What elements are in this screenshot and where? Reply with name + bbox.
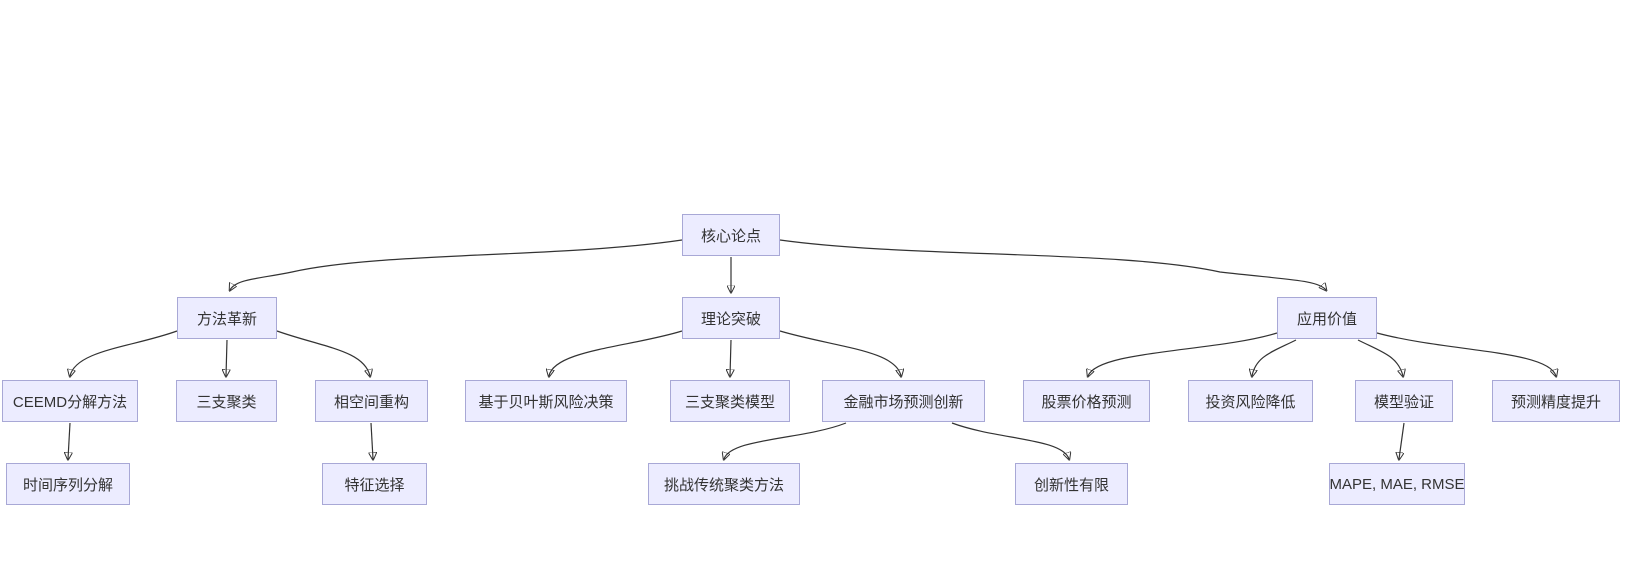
edge-application-value-to-investment-risk-reduction [1252,339,1297,376]
edge-financial-market-innovation-to-limited-innovation [951,422,1069,459]
node-challenge-traditional-clustering: 挑战传统聚类方法 [648,463,800,505]
node-evaluation-metrics: MAPE, MAE, RMSE [1329,463,1465,505]
edge-core-thesis-to-method-innovation [230,239,683,290]
edge-theory-breakthrough-to-bayesian-risk-decision [549,330,683,376]
node-stock-price-prediction: 股票价格预测 [1023,380,1150,422]
node-feature-selection: 特征选择 [322,463,427,505]
edge-application-value-to-stock-price-prediction [1088,332,1278,376]
edge-ceemd-decomposition-to-time-series-decomposition [68,422,70,459]
node-financial-market-innovation: 金融市场预测创新 [822,380,985,422]
edge-method-innovation-to-ceemd-decomposition [70,330,178,376]
node-method-innovation: 方法革新 [177,297,277,339]
edge-application-value-to-model-validation [1357,339,1403,376]
edge-theory-breakthrough-to-three-way-clustering-model [730,339,731,376]
edge-financial-market-innovation-to-challenge-traditional-clustering [724,422,847,459]
node-theory-breakthrough: 理论突破 [682,297,780,339]
node-three-way-clustering-model: 三支聚类模型 [670,380,790,422]
edge-method-innovation-to-three-way-clustering [226,339,227,376]
node-core-thesis: 核心论点 [682,214,780,256]
node-phase-space-reconstruction: 相空间重构 [315,380,428,422]
node-model-validation: 模型验证 [1355,380,1453,422]
edge-model-validation-to-evaluation-metrics [1399,422,1405,459]
edge-method-innovation-to-phase-space-reconstruction [276,330,370,376]
edge-theory-breakthrough-to-financial-market-innovation [779,330,901,376]
node-three-way-clustering: 三支聚类 [176,380,277,422]
edge-phase-space-reconstruction-to-feature-selection [371,422,373,459]
edge-application-value-to-forecast-accuracy-improvement [1376,332,1556,376]
node-investment-risk-reduction: 投资风险降低 [1188,380,1313,422]
node-bayesian-risk-decision: 基于贝叶斯风险决策 [465,380,627,422]
node-forecast-accuracy-improvement: 预测精度提升 [1492,380,1620,422]
node-limited-innovation: 创新性有限 [1015,463,1128,505]
node-application-value: 应用价值 [1277,297,1377,339]
node-time-series-decomposition: 时间序列分解 [6,463,130,505]
node-ceemd-decomposition: CEEMD分解方法 [2,380,138,422]
edge-core-thesis-to-application-value [779,239,1326,290]
